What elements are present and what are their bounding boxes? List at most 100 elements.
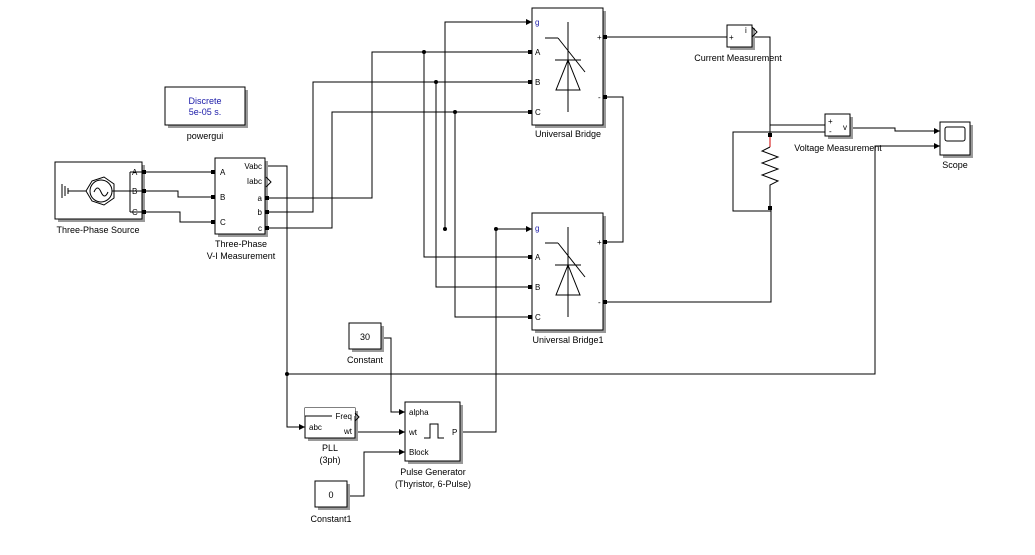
wire-vm-minus[interactable]	[732, 131, 825, 212]
iabc-out-arrow-icon	[265, 176, 272, 188]
bridge2-port-c: C	[535, 313, 541, 322]
arrow-icon	[399, 409, 405, 415]
universal-bridge1-block[interactable]: g A B C + - Universal Bridge1	[528, 212, 607, 345]
wire-bridge1-minus-bridge2-plus[interactable]	[605, 96, 624, 243]
bridge2-port-plus: +	[597, 238, 602, 247]
thyristor-icon	[545, 22, 586, 112]
bridge1-port-c: C	[535, 108, 541, 117]
pll-block[interactable]: abc Freq wt PLL (3ph)	[304, 407, 360, 465]
bridge2-label: Universal Bridge1	[532, 335, 603, 345]
pulse-label-line1: Pulse Generator	[400, 467, 466, 477]
source-port-a: A	[132, 168, 138, 177]
bridge2-port-g: g	[535, 224, 539, 233]
constant-block[interactable]: 30 Constant	[347, 322, 384, 365]
current-measurement-block[interactable]: + i Current Measurement	[694, 24, 782, 63]
powergui-block[interactable]: Discrete 5e-05 s. powergui	[164, 86, 248, 141]
wire-vabc-pll[interactable]	[266, 165, 305, 428]
pulse-generator-block[interactable]: alpha wt Block P Pulse Generator (Thyris…	[395, 401, 471, 489]
vi-measurement-block[interactable]: A B C Vabc Iabc a b c Three-Phase V-I Me…	[207, 157, 276, 261]
scope-block[interactable]: Scope	[939, 121, 973, 170]
ac-source-icon	[85, 171, 142, 213]
scope-label: Scope	[942, 160, 968, 170]
resistor-icon	[760, 146, 780, 206]
powergui-mode: Discrete	[188, 96, 221, 106]
wire-branch-c[interactable]	[454, 112, 532, 318]
arrow-icon	[299, 424, 305, 430]
three-phase-source-block[interactable]: A B C Three-Phase Source	[54, 161, 146, 235]
thyristor-icon	[545, 227, 586, 317]
source-label: Three-Phase Source	[56, 225, 139, 235]
voltage-label: Voltage Measurement	[794, 143, 882, 153]
vi-port-vabc: Vabc	[244, 162, 262, 171]
current-out-arrow-icon	[751, 26, 758, 38]
wire-phase-c[interactable]	[266, 111, 532, 229]
pll-label-line1: PLL	[322, 443, 338, 453]
voltage-port-minus: -	[829, 127, 832, 136]
bridge1-port-g: g	[535, 18, 539, 27]
bridge2-port-a: A	[535, 253, 541, 262]
arrowheads	[299, 19, 940, 455]
arrow-icon	[526, 19, 532, 25]
voltage-measurement-block[interactable]: + - v Voltage Measurement	[794, 113, 882, 153]
pll-port-abc: abc	[309, 423, 322, 432]
vi-port-b-out: b	[258, 208, 263, 217]
source-port-b: B	[132, 187, 137, 196]
vi-label-line1: Three-Phase	[215, 239, 267, 249]
pll-label-line2: (3ph)	[319, 455, 340, 465]
vi-port-iabc: Iabc	[247, 177, 262, 186]
wire-pulse-g1[interactable]	[444, 21, 532, 229]
wire-vm-scope[interactable]	[852, 127, 940, 132]
wire-junctions	[285, 50, 498, 376]
constant-label: Constant	[347, 355, 384, 365]
wire-current-load[interactable]	[754, 36, 825, 126]
voltage-port-plus: +	[828, 117, 833, 126]
wire-phase-a[interactable]	[266, 51, 532, 199]
vi-port-a-in: A	[220, 168, 226, 177]
wire-constant1-block[interactable]	[349, 451, 405, 497]
arrow-icon	[526, 226, 532, 232]
constant-value: 30	[360, 332, 370, 342]
junction-dot	[422, 50, 426, 54]
constant1-block[interactable]: 0 Constant1	[310, 480, 352, 524]
constant1-value: 0	[328, 490, 333, 500]
current-label: Current Measurement	[694, 53, 782, 63]
voltage-port-v: v	[843, 123, 847, 132]
wire-branch-b[interactable]	[435, 82, 532, 288]
junction-dot	[434, 80, 438, 84]
resistor-load-block[interactable]	[760, 133, 780, 210]
source-port-c: C	[132, 208, 138, 217]
pulse-port-alpha: alpha	[409, 408, 429, 417]
pulse-port-p: P	[452, 428, 457, 437]
arrow-icon	[934, 143, 940, 149]
pll-port-freq: Freq	[336, 412, 352, 421]
bridge1-label: Universal Bridge	[535, 129, 601, 139]
vi-label-line2: V-I Measurement	[207, 251, 276, 261]
wire-phase-b[interactable]	[266, 81, 532, 213]
wire-constant-alpha[interactable]	[383, 337, 405, 413]
current-port-i: i	[745, 26, 747, 35]
constant1-label: Constant1	[310, 514, 351, 524]
wire-source-b[interactable]	[146, 190, 215, 198]
bridge2-port-b: B	[535, 283, 540, 292]
vi-port-c-out: c	[258, 224, 262, 233]
junction-dot	[285, 372, 289, 376]
wire-branch-a[interactable]	[423, 52, 532, 258]
bridge1-port-plus: +	[597, 33, 602, 42]
wire-pulse-g2[interactable]	[462, 228, 532, 433]
bridge1-port-minus: -	[598, 93, 601, 102]
current-port-plus: +	[729, 33, 734, 42]
wire-bridge2-minus-load[interactable]	[605, 206, 772, 303]
powergui-sample-time: 5e-05 s.	[189, 107, 222, 117]
powergui-label: powergui	[187, 131, 224, 141]
pulse-port-block: Block	[409, 448, 430, 457]
universal-bridge-block[interactable]: g A B C + - Universal Bridge	[528, 7, 607, 139]
pulse-waveform-icon	[424, 423, 444, 439]
arrow-icon	[934, 128, 940, 134]
arrow-icon	[399, 429, 405, 435]
arrow-icon	[399, 449, 405, 455]
bridge2-port-minus: -	[598, 298, 601, 307]
pulse-port-wt: wt	[408, 428, 418, 437]
wire-source-c[interactable]	[146, 211, 215, 223]
bridge1-port-b: B	[535, 78, 540, 87]
